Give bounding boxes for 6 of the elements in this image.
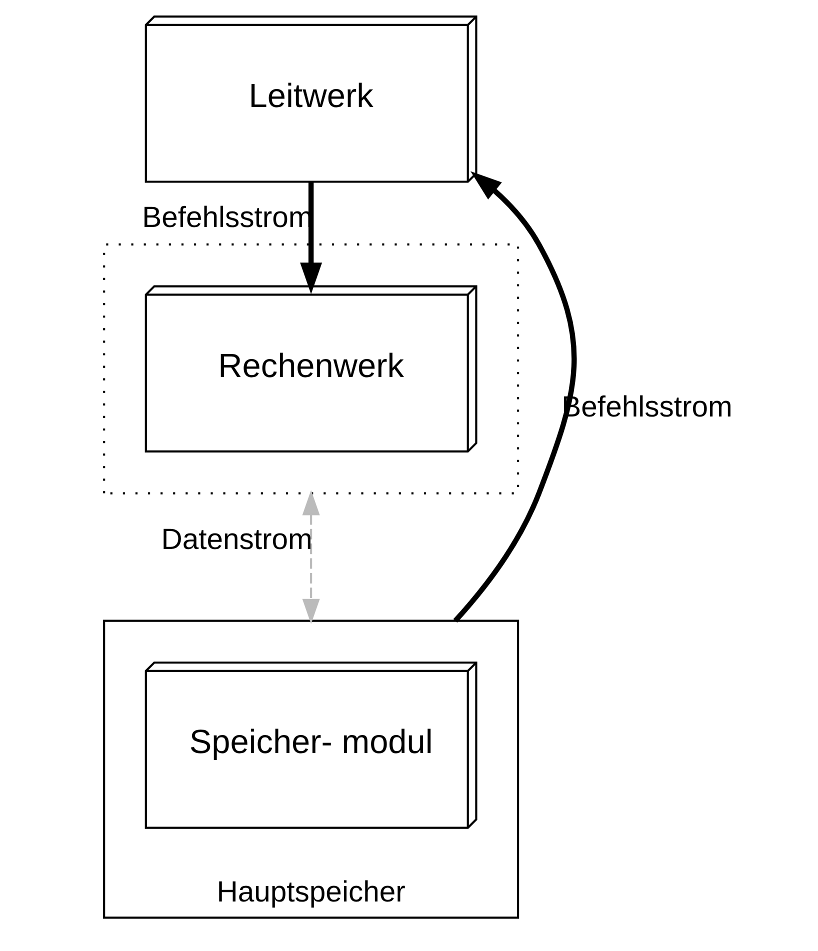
arrow <box>300 182 322 294</box>
edge-label: Befehlsstrom <box>142 202 313 234</box>
arrow <box>453 171 577 623</box>
edge-label: Datenstrom <box>161 524 312 556</box>
arrow <box>302 490 320 624</box>
cluster <box>103 243 520 494</box>
